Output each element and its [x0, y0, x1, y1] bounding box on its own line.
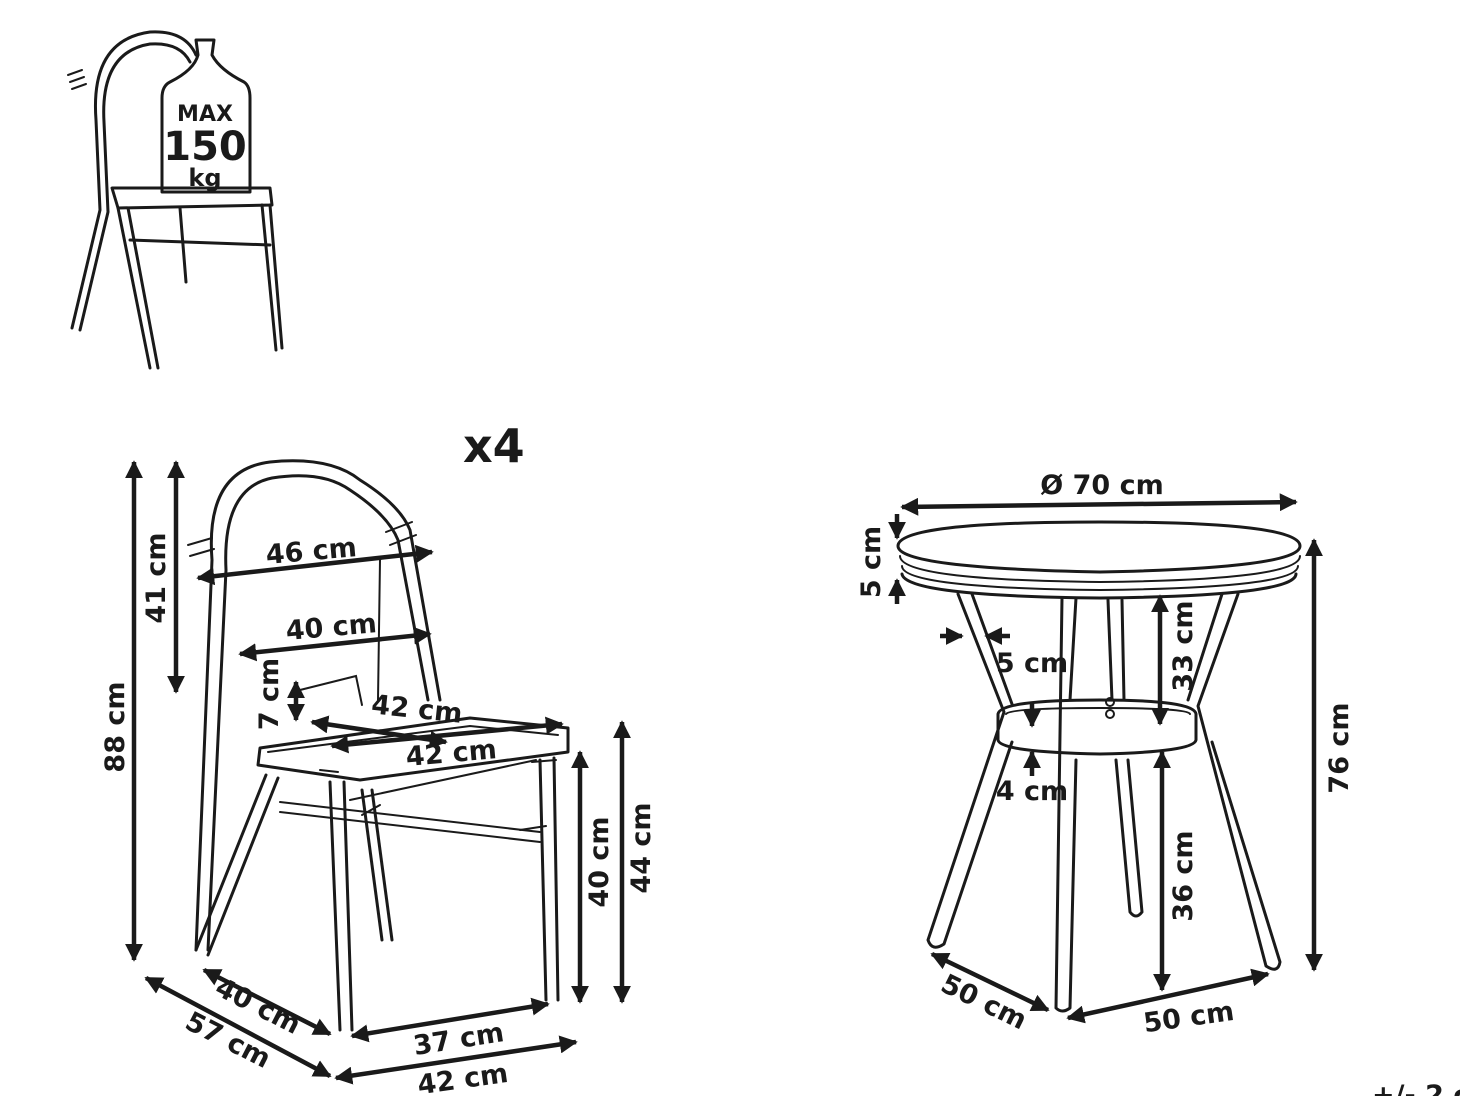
table-top-thickness-label: 5 cm — [856, 526, 887, 598]
chair-total-height-label: 88 cm — [100, 681, 131, 772]
chair-dimension-lines — [125, 460, 631, 1085]
weight-badge: MAX 150 kg — [160, 38, 252, 194]
table-total-height-label: 76 cm — [1324, 702, 1355, 793]
table-upper-height-label: 33 cm — [1168, 600, 1199, 691]
chair-back-height-label: 41 cm — [141, 532, 172, 623]
table-lower-height-label: 36 cm — [1168, 830, 1199, 921]
chair-seat-depth-label: 42 cm — [370, 689, 464, 729]
chair-thumbnail-illustration — [67, 30, 284, 370]
weight-badge-max: MAX — [177, 102, 233, 127]
chair-gap-label: 7 cm — [254, 658, 285, 730]
table-leg-width-label: 5 cm — [996, 648, 1068, 679]
quantity-label: x4 — [463, 419, 525, 473]
table-diameter-label: Ø 70 cm — [1040, 470, 1163, 501]
chair-seat-height-total-label: 44 cm — [626, 802, 657, 893]
weight-badge-value: 150 — [163, 124, 247, 170]
weight-badge-unit: kg — [188, 164, 221, 192]
tolerance-note: +/- 2 cm — [1372, 1080, 1460, 1096]
chair-back-width-top-label: 46 cm — [265, 532, 358, 571]
chair-illustration — [187, 459, 570, 1032]
chair-seat-height-label: 40 cm — [584, 816, 615, 907]
table-illustration — [896, 520, 1302, 1013]
table-dimension-lines — [888, 493, 1323, 1024]
chair-seat-width-label: 42 cm — [405, 734, 498, 773]
table-base-right-label: 50 cm — [1142, 996, 1237, 1039]
table-ring-height-label: 4 cm — [996, 776, 1068, 807]
